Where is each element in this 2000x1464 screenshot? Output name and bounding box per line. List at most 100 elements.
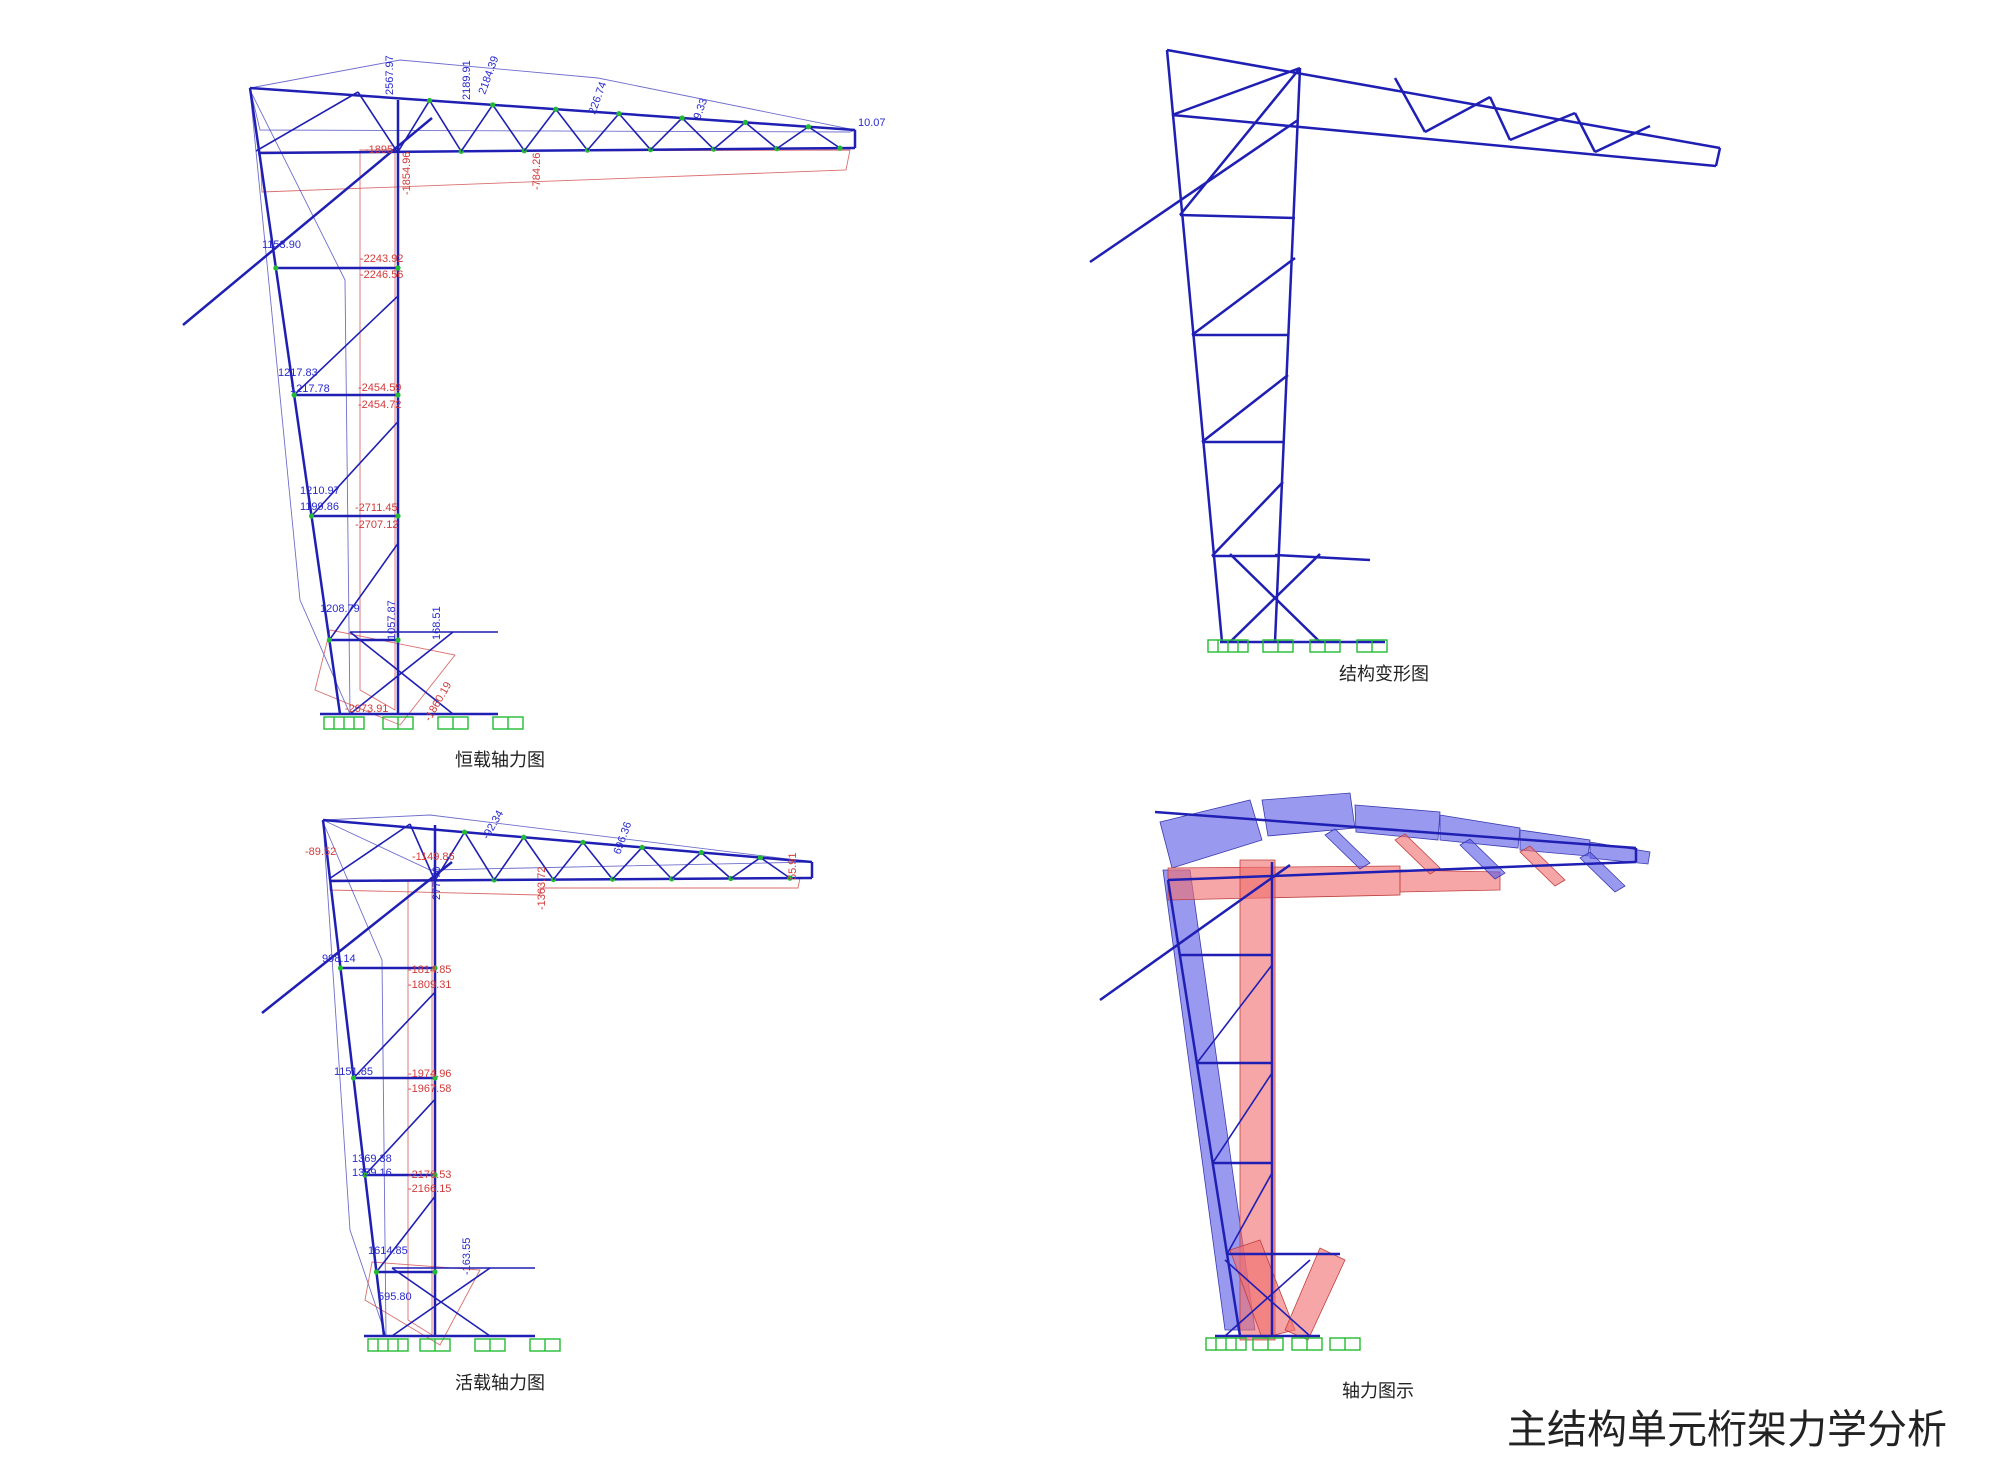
inclined-tie-rod: [261, 861, 453, 1014]
truss-node: [461, 829, 468, 835]
support-symbol: [1329, 1337, 1361, 1351]
deformed-web-diagonal: [1509, 111, 1576, 142]
column-diagonal-line: [1196, 964, 1273, 1064]
cantilever-web-diagonal: [611, 846, 643, 880]
inclined-tie-line: [1099, 863, 1291, 1002]
truss-node: [616, 111, 622, 117]
truss-node: [490, 102, 496, 108]
outer-column-chord: [248, 87, 342, 715]
tension-envelope: [249, 59, 857, 133]
deformed-inner-column: [1273, 67, 1302, 643]
cantilever-web-diagonal: [807, 126, 841, 149]
support-symbol: [474, 1338, 506, 1352]
top-chord-tension-band: [1159, 799, 1263, 869]
compression-value-label: -2707.12: [355, 519, 398, 531]
support-symbol: [1291, 1337, 1323, 1351]
tension-value-label: 1153.90: [262, 239, 301, 251]
column-diagonal-line: [1226, 1172, 1273, 1255]
compression-envelope: [259, 149, 851, 193]
compression-value-label: -1854.96: [401, 152, 413, 195]
tension-value-label: 168.51: [431, 606, 443, 640]
bottom-chord-compression-band: [1167, 865, 1401, 901]
compression-value-label: -1149.86: [412, 851, 455, 863]
compression-value-label: -2711.45: [355, 502, 398, 514]
cantilever-web-diagonal: [428, 100, 462, 152]
compression-value-label: -1809.31: [408, 979, 451, 991]
compression-value-label: -2073.91: [345, 703, 388, 715]
tension-value-label: 1359.16: [352, 1167, 392, 1179]
truss-node: [308, 513, 315, 519]
compression-value-label: -2246.56: [360, 269, 403, 281]
cantilever-bottom-chord: [257, 146, 856, 155]
tension-value-label: 595.80: [378, 1291, 412, 1303]
truss-node: [787, 875, 793, 881]
compression-value-label: -1363.72: [536, 867, 548, 910]
sheet-title: 主结构单元桁架力学分析: [1507, 1407, 1947, 1453]
cantilever-web-diagonal: [552, 841, 584, 881]
tension-value-label: 1199.86: [300, 501, 339, 513]
fixed-support-symbol: [1205, 1337, 1247, 1351]
deformed-base-beam: [1274, 553, 1371, 562]
tension-value-label: 2189.91: [461, 60, 473, 100]
cantilever-web-diagonal: [650, 117, 683, 151]
tension-value-label: 1208.79: [320, 603, 360, 615]
corner-diagonal-member: [255, 91, 359, 152]
truss-node: [395, 265, 401, 271]
base-cross-brace: [391, 1267, 491, 1337]
tension-value-label: 1057.87: [386, 600, 398, 640]
support-symbol: [1309, 639, 1341, 653]
support-symbol: [492, 716, 524, 730]
truss-node: [580, 839, 586, 845]
cantilever-web-diagonal: [555, 108, 589, 151]
deformation-caption: 结构变形图: [1339, 664, 1429, 685]
tension-value-label: 1614.85: [368, 1245, 408, 1257]
column-diagonal-member: [375, 1195, 436, 1273]
cantilever-web-diagonal: [700, 851, 732, 880]
truss-node: [742, 119, 748, 125]
inner-column-compression-band: [1239, 859, 1276, 1341]
support-symbol: [419, 1338, 451, 1352]
base-brace-line: [1224, 1259, 1311, 1337]
inclined-tie-rod: [182, 117, 433, 326]
deformed-end-post: [1714, 147, 1722, 167]
support-symbol: [1356, 639, 1388, 653]
column-diagonal-member: [328, 542, 399, 641]
base-cross-brace: [349, 631, 454, 715]
tension-value-label: -163.55: [461, 1238, 473, 1275]
deformed-corner-diagonal: [1171, 66, 1301, 117]
cantilever-web-diagonal: [493, 836, 525, 881]
compression-value-label: 55.91: [787, 852, 799, 880]
compression-value-label: -2454.72: [358, 399, 401, 411]
column-diagonal-member: [352, 991, 436, 1079]
deformed-column-horizontal: [1179, 213, 1296, 220]
dead-load-caption: 恒载轴力图: [455, 750, 545, 771]
truss-node: [432, 1172, 438, 1178]
truss-node: [337, 965, 344, 971]
cantilever-top-chord: [322, 818, 813, 864]
tension-value-label: 1217.78: [290, 383, 330, 395]
support-symbol: [382, 716, 414, 730]
compression-value-label: -1967.58: [408, 1083, 451, 1095]
cantilever-web-diagonal: [713, 121, 746, 150]
cantilever-bottom-chord: [330, 876, 813, 883]
deformed-web-diagonal: [1424, 95, 1491, 134]
deformed-column-diagonal: [1191, 256, 1296, 337]
web-force-band: [1394, 833, 1441, 875]
truss-node: [395, 392, 401, 398]
top-chord-tension-band: [1439, 814, 1521, 849]
cantilever-web-diagonal: [730, 856, 761, 880]
tension-value-label: 1369.38: [352, 1153, 392, 1165]
cantilever-web-diagonal: [523, 108, 557, 152]
cantilever-web-diagonal: [618, 113, 652, 151]
structure-deformation-diagram: [1089, 48, 1722, 653]
outer-column-line: [1166, 879, 1242, 1337]
live-load-caption: 活载轴力图: [455, 1373, 545, 1394]
support-symbol: [1262, 639, 1294, 653]
cantilever-web-diagonal: [463, 831, 495, 881]
truss-node: [837, 145, 843, 151]
truss-node: [373, 1269, 380, 1275]
tension-value-label: 998.14: [322, 953, 356, 965]
cantilever-web-diagonal: [586, 113, 620, 151]
cantilever-web-diagonal: [460, 104, 494, 152]
tension-value-label: 2567.97: [384, 55, 396, 95]
